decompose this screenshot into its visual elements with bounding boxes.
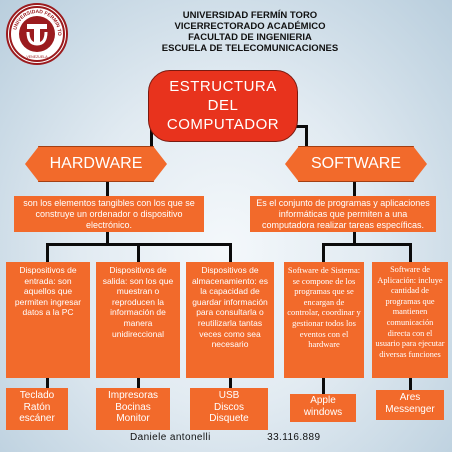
connector-line [137,243,140,263]
hardware-description: son los elementos tangibles con los que … [14,196,204,232]
institution-header: UNIVERSIDAD FERMÍN TORO VICERRECTORADO A… [110,10,390,54]
header-line: FACULTAD DE INGENIERIA [188,32,312,43]
example-item: Disquete [209,413,249,425]
storage-devices-box: Dispositivos de almacenamiento: es la ca… [186,262,274,378]
author-footer: Daniele antonelli 33.116.889 [130,432,430,443]
connector-line [409,243,412,263]
connector-line [292,125,308,128]
connector-line [150,125,153,147]
connector-line [229,243,232,263]
connector-line [137,378,140,389]
author-id: 33.116.889 [267,432,321,443]
example-item: Impresoras [107,390,158,401]
example-item: Apple [310,395,336,406]
input-examples: Teclado Ratón escáner [6,388,68,430]
output-devices-box: Dispositivos de salida: son los que mues… [96,262,180,378]
storage-examples: USB Discos Disquete [190,388,268,430]
example-item: Ares [399,392,421,403]
title-line: DEL [207,97,239,114]
example-item: USB [218,390,240,401]
header-line: ESCUELA DE TELECOMUNICACIONES [161,43,339,54]
output-examples: Impresoras Bocinas Monitor [96,388,170,430]
connector-line [229,378,232,389]
example-item: Messenger [385,403,435,415]
software-label: SOFTWARE [285,146,427,182]
connector-line [106,181,109,197]
connector-line [46,378,49,389]
header-line: VICERRECTORADO ACADÉMICO [174,21,326,32]
diagram-title: ESTRUCTURA DEL COMPUTADOR [148,70,298,142]
title-line: COMPUTADOR [166,116,280,133]
application-examples: Ares Messenger [376,390,444,420]
header-line: UNIVERSIDAD FERMÍN TORO [182,10,318,21]
system-software-box: Software de Sistema: se compone de los p… [284,262,364,378]
system-examples: Apple windows [290,394,356,422]
example-item: escáner [19,413,55,425]
connector-line [305,125,308,147]
connector-line [353,232,356,244]
example-item: Monitor [116,413,150,425]
example-item: Bocinas [115,401,151,413]
connector-line [353,181,356,197]
example-item: windows [303,406,343,418]
input-devices-box: Dispositivos de entrada: son aquellos qu… [6,262,90,378]
application-software-box: Software de Aplicación: incluye cantidad… [372,262,448,378]
title-line: ESTRUCTURA [169,78,277,95]
connector-line [409,378,412,391]
software-description: Es el conjunto de programas y aplicacion… [250,196,436,232]
example-item: Ratón [23,401,51,413]
connector-line [322,243,412,246]
example-item: Teclado [19,390,55,401]
example-item: Discos [213,401,244,413]
connector-line [322,243,325,263]
connector-line [46,243,49,263]
connector-line [322,378,325,395]
author-name: Daniele antonelli [130,432,211,443]
logo-sub-text: VENEZUELA [26,55,48,59]
hardware-label: HARDWARE [25,146,167,182]
logo-emblem-icon: UNIVERSIDAD FERMIN TORO VENEZUELA [8,5,65,62]
connector-line [106,232,109,244]
university-logo: UNIVERSIDAD FERMIN TORO VENEZUELA [6,3,68,65]
